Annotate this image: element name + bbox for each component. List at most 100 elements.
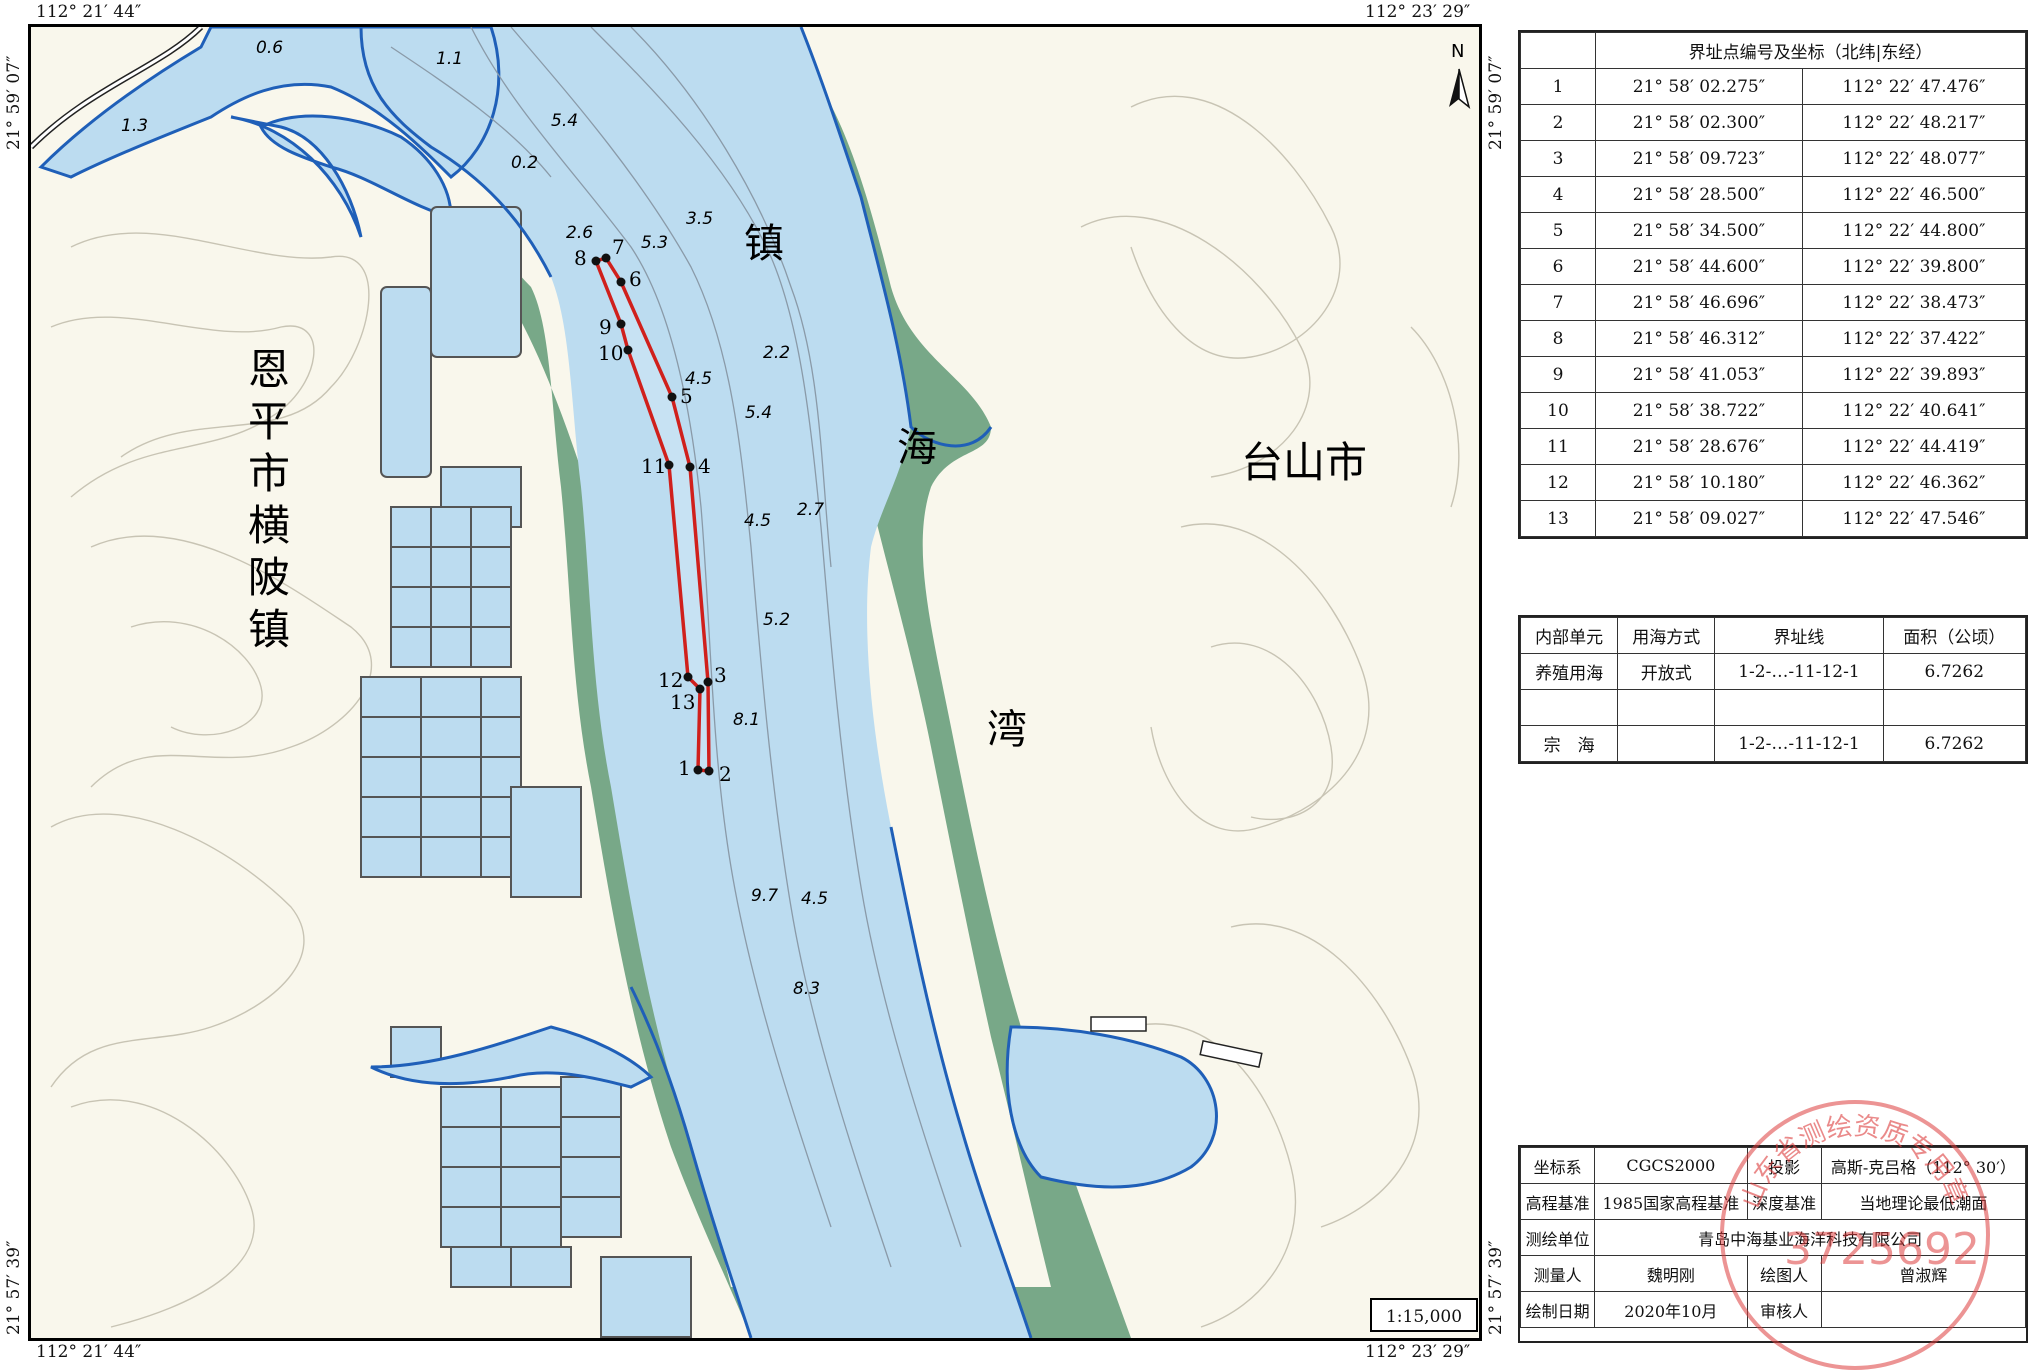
unit-cell xyxy=(1519,689,1619,726)
boundary-point-label: 10 xyxy=(598,341,623,365)
water-pond-right xyxy=(1005,1025,1218,1189)
point-number: 9 xyxy=(1520,356,1596,393)
boundary-point xyxy=(616,277,626,287)
boundary-point-label: 12 xyxy=(658,668,683,692)
point-number: 4 xyxy=(1520,176,1596,213)
boundary-point xyxy=(591,256,601,266)
info-label: 坐标系 xyxy=(1519,1147,1596,1184)
boundary-point xyxy=(704,766,714,776)
boundary-point-label: 3 xyxy=(714,663,727,687)
depth-label: 3.5 xyxy=(686,209,713,229)
coord-right-top: 21° 59′ 07″ xyxy=(1486,55,1506,150)
label-hai: 海 xyxy=(897,425,937,471)
depth-label: 4.5 xyxy=(744,511,771,531)
stamp-svg: 山东省测绘资质专用章 3725692 xyxy=(1736,1111,1980,1275)
depth-label: 5.2 xyxy=(763,610,790,630)
depth-label: 5.3 xyxy=(641,233,668,253)
depth-label: 0.2 xyxy=(511,153,538,173)
unit-cell: 1-2-…-11-12-1 xyxy=(1714,725,1884,762)
boundary-point xyxy=(693,765,703,775)
coord-bottom-left: 112° 21′ 44″ xyxy=(36,1342,142,1362)
latitude: 21° 58′ 44.600″ xyxy=(1595,248,1803,285)
depth-label: 9.7 xyxy=(751,886,778,906)
boundary-point-label: 6 xyxy=(629,267,642,291)
scale-box: 1:15,000 xyxy=(1370,1298,1478,1332)
unit-cell: 6.7262 xyxy=(1882,653,2027,690)
longitude: 112° 22′ 48.217″ xyxy=(1801,104,2027,141)
boundary-point-label: 9 xyxy=(599,315,612,339)
latitude: 21° 58′ 02.275″ xyxy=(1595,68,1803,105)
depth-label: 4.5 xyxy=(685,369,712,389)
label-taishan: 台山市 xyxy=(1241,438,1367,487)
unit-cell xyxy=(1714,689,1884,726)
point-number: 7 xyxy=(1520,284,1596,321)
latitude: 21° 58′ 09.723″ xyxy=(1595,140,1803,177)
label-wan: 湾 xyxy=(987,707,1027,753)
depth-label: 5.4 xyxy=(745,403,772,423)
depth-label: 2.6 xyxy=(566,223,593,243)
tidal-flat xyxy=(421,27,1131,1338)
sea-area-boundary[interactable] xyxy=(593,255,711,773)
latitude: 21° 58′ 28.500″ xyxy=(1595,176,1803,213)
longitude: 112° 22′ 44.419″ xyxy=(1801,428,2027,465)
info-label: 高程基准 xyxy=(1519,1183,1596,1220)
longitude: 112° 22′ 40.641″ xyxy=(1801,392,2027,429)
depth-label: 2.2 xyxy=(763,343,790,363)
longitude: 112° 22′ 47.546″ xyxy=(1801,500,2027,537)
depth-label: 4.5 xyxy=(801,889,828,909)
info-value: 2020年10月 xyxy=(1594,1291,1748,1328)
coastlines xyxy=(359,27,1033,1338)
aquaculture-ponds xyxy=(360,206,692,1338)
label-zhen: 镇 xyxy=(744,221,784,267)
boundary-point xyxy=(685,462,695,472)
longitude: 112° 22′ 48.077″ xyxy=(1801,140,2027,177)
water-lower-left xyxy=(370,1025,654,1089)
coord-top-right: 112° 23′ 29″ xyxy=(1365,2,1471,22)
coord-bottom-right: 112° 23′ 29″ xyxy=(1365,1342,1471,1362)
longitude: 112° 22′ 39.893″ xyxy=(1801,356,2027,393)
label-enping: 恩平市横陂镇 xyxy=(242,347,291,649)
svg-text:山东省测绘资质专用章: 山东省测绘资质专用章 xyxy=(1736,1111,1973,1212)
latitude: 21° 58′ 28.676″ xyxy=(1595,428,1803,465)
point-number: 8 xyxy=(1520,320,1596,357)
point-number: 5 xyxy=(1520,212,1596,249)
boundary-point xyxy=(601,253,611,263)
unit-cell xyxy=(1882,689,2027,726)
road xyxy=(31,27,203,149)
point-number: 2 xyxy=(1520,104,1596,141)
latitude: 21° 58′ 02.300″ xyxy=(1595,104,1803,141)
point-number: 3 xyxy=(1520,140,1596,177)
coord-left-top: 21° 59′ 07″ xyxy=(4,55,24,150)
boundary-point xyxy=(667,392,677,402)
info-value: CGCS2000 xyxy=(1594,1147,1748,1184)
point-number: 6 xyxy=(1520,248,1596,285)
boundary-point-label: 1 xyxy=(678,756,691,780)
latitude: 21° 58′ 46.696″ xyxy=(1595,284,1803,321)
terrain-contours xyxy=(50,95,1460,1328)
longitude: 112° 22′ 47.476″ xyxy=(1801,68,2027,105)
depth-label: 0.6 xyxy=(256,38,283,58)
depth-contours xyxy=(390,27,962,1268)
latitude: 21° 58′ 41.053″ xyxy=(1595,356,1803,393)
longitude: 112° 22′ 38.473″ xyxy=(1801,284,2027,321)
latitude: 21° 58′ 34.500″ xyxy=(1595,212,1803,249)
longitude: 112° 22′ 44.800″ xyxy=(1801,212,2027,249)
depth-label: 1.3 xyxy=(121,116,148,136)
boundary-point-label: 13 xyxy=(670,690,695,714)
boundary-points xyxy=(591,253,714,776)
depth-label: 1.1 xyxy=(436,49,463,69)
longitude: 112° 22′ 39.800″ xyxy=(1801,248,2027,285)
boundary-point xyxy=(695,684,705,694)
